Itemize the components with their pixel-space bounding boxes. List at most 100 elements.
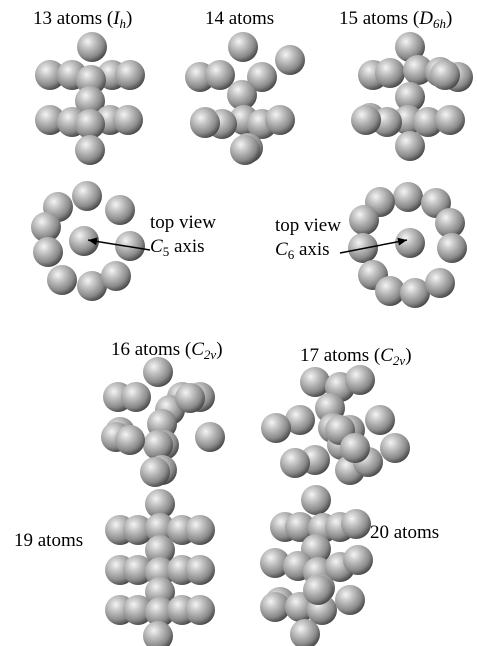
- atom-sphere: [115, 60, 145, 90]
- top-view-c5: [31, 181, 145, 301]
- top-view-label-c6: top view: [275, 215, 341, 236]
- atom-sphere: [260, 548, 290, 578]
- atom-sphere: [413, 107, 443, 137]
- atom-sphere: [437, 233, 467, 263]
- axis-label-c5: C5 axis: [150, 236, 205, 259]
- label-13-atoms: 13 atoms (Ih): [33, 8, 133, 31]
- atom-sphere: [72, 181, 102, 211]
- atom-sphere: [115, 231, 145, 261]
- cluster-13-atoms: [35, 32, 145, 165]
- label-20-atoms: 20 atoms: [370, 522, 440, 543]
- label-15-atoms: 15 atoms (D6h): [339, 8, 453, 31]
- atom-sphere: [403, 55, 433, 85]
- atom-sphere: [430, 60, 460, 90]
- atom-sphere: [303, 575, 333, 605]
- atom-sphere: [230, 135, 260, 165]
- atom-sphere: [175, 383, 205, 413]
- atom-sphere: [395, 32, 425, 62]
- label-16-atoms: 16 atoms (C2v): [111, 339, 223, 362]
- atom-sphere: [275, 45, 305, 75]
- atom-sphere: [265, 105, 295, 135]
- atom-sphere: [261, 413, 291, 443]
- atom-sphere: [185, 555, 215, 585]
- atom-sphere: [35, 105, 65, 135]
- top-view-label-c5: top view: [150, 212, 216, 233]
- atom-sphere: [341, 509, 371, 539]
- atom-sphere: [75, 109, 105, 139]
- atom-sphere: [143, 357, 173, 387]
- atom-sphere: [190, 108, 220, 138]
- cluster-20-atoms: [260, 485, 373, 646]
- atom-sphere: [113, 105, 143, 135]
- atom-sphere: [101, 261, 131, 291]
- atom-sphere: [121, 382, 151, 412]
- atom-sphere: [143, 430, 173, 460]
- label-14-atoms: 14 atoms: [205, 8, 275, 29]
- atom-sphere: [33, 237, 63, 267]
- atom-sphere: [205, 60, 235, 90]
- atom-sphere: [343, 545, 373, 575]
- atom-sphere: [301, 485, 331, 515]
- atom-sphere: [393, 182, 423, 212]
- label-17-atoms: 17 atoms (C2v): [300, 345, 412, 368]
- atom-sphere: [105, 195, 135, 225]
- atom-sphere: [140, 457, 170, 487]
- atom-sphere: [435, 208, 465, 238]
- cluster-19-atoms: [105, 489, 215, 646]
- atom-sphere: [77, 32, 107, 62]
- atom-sphere: [300, 367, 330, 397]
- atom-sphere: [395, 131, 425, 161]
- atom-sphere: [69, 226, 99, 256]
- atom-sphere: [285, 405, 315, 435]
- atom-sphere: [290, 619, 320, 646]
- atom-sphere: [75, 86, 105, 116]
- atom-sphere: [77, 271, 107, 301]
- atom-sphere: [115, 425, 145, 455]
- atom-sphere: [185, 515, 215, 545]
- atom-sphere: [247, 62, 277, 92]
- c6-axis-arrow: [339, 237, 408, 254]
- atom-sphere: [375, 276, 405, 306]
- atom-sphere: [123, 595, 153, 625]
- atom-sphere: [425, 268, 455, 298]
- atom-sphere: [335, 585, 365, 615]
- arrow-layer: [87, 237, 408, 254]
- atom-sphere: [143, 621, 173, 646]
- atom-sphere: [349, 205, 379, 235]
- cluster-17-atoms: [261, 365, 410, 485]
- atom-sphere: [123, 515, 153, 545]
- atom-sphere: [145, 489, 175, 519]
- atom-sphere: [435, 105, 465, 135]
- atom-sphere: [31, 212, 61, 242]
- atom-sphere: [285, 512, 315, 542]
- atom-sphere: [227, 80, 257, 110]
- atom-sphere: [345, 365, 375, 395]
- atom-sphere: [380, 433, 410, 463]
- atom-sphere: [280, 448, 310, 478]
- atom-layer: [31, 32, 473, 646]
- atom-sphere: [195, 422, 225, 452]
- atom-sphere: [75, 135, 105, 165]
- atom-sphere: [145, 535, 175, 565]
- atom-sphere: [228, 32, 258, 62]
- atom-sphere: [260, 592, 290, 622]
- atom-sphere: [351, 105, 381, 135]
- axis-label-c6: C6 axis: [275, 239, 330, 262]
- cluster-15-atoms: [351, 32, 473, 161]
- atom-sphere: [395, 82, 425, 112]
- atom-sphere: [395, 228, 425, 258]
- atom-sphere: [185, 595, 215, 625]
- top-view-c6: [348, 182, 467, 308]
- atom-sphere: [123, 555, 153, 585]
- atom-sphere: [340, 433, 370, 463]
- atom-sphere: [35, 60, 65, 90]
- atom-sphere: [375, 58, 405, 88]
- c5-axis-arrow: [87, 237, 151, 251]
- atom-sphere: [400, 278, 430, 308]
- atom-sphere: [365, 405, 395, 435]
- label-19-atoms: 19 atoms: [14, 530, 84, 551]
- cluster-14-atoms: [185, 32, 305, 165]
- atom-sphere: [145, 597, 175, 627]
